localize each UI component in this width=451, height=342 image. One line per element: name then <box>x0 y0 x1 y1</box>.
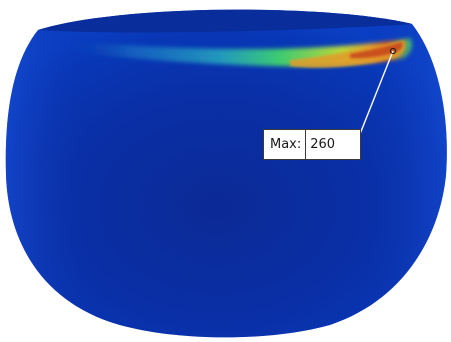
max-probe-label[interactable]: Max: 260 <box>263 129 362 160</box>
bowl-rim <box>38 9 412 33</box>
stress-hotspot <box>290 40 406 68</box>
probe-point-marker[interactable] <box>389 47 397 55</box>
probe-value: 260 <box>310 137 336 152</box>
bowl-edge-shading <box>5 9 447 338</box>
stress-peak <box>350 42 403 59</box>
probe-key: Max: <box>264 130 307 159</box>
probe-leader-line <box>355 50 394 145</box>
